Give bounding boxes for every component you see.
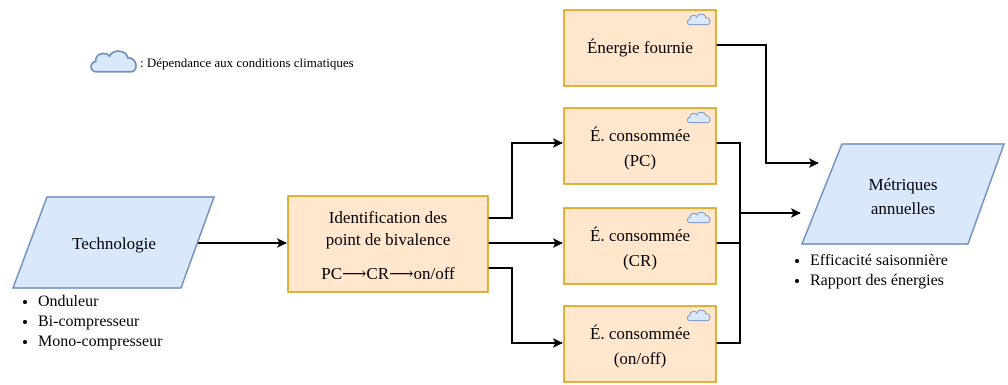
legend-text: : Dépendance aux conditions climatiques	[140, 55, 354, 70]
edge-identification-to-onoff	[488, 267, 563, 348]
energie-fournie-label: Énergie fournie	[587, 38, 693, 57]
metrics-list-item: Rapport des énergies	[810, 271, 948, 291]
node-metriques: Métriques annuelles	[800, 143, 1006, 245]
identification-sequence: PC⟶CR⟶on/off	[321, 264, 455, 283]
consommee-pc-line1: É. consommée	[590, 126, 690, 145]
consommee-cr-line2: (CR)	[623, 251, 657, 270]
technology-list-item: Bi-compresseur	[38, 312, 162, 332]
identification-line2: point de bivalence	[326, 230, 451, 249]
edges	[197, 44, 819, 348]
node-technologie: Technologie	[11, 196, 216, 289]
metrics-list-item: Efficacité saisonnière	[810, 251, 948, 271]
technology-list-item: Mono-compresseur	[38, 332, 162, 352]
node-identification: Identification des point de bivalence PC…	[287, 195, 489, 293]
consommee-pc-line2: (PC)	[624, 151, 656, 170]
edge-fournie-to-metriques	[716, 44, 819, 168]
legend: : Dépendance aux conditions climatiques	[90, 50, 354, 73]
consommee-onoff-line2: (on/off)	[614, 349, 667, 368]
technology-list-item: Onduleur	[38, 292, 162, 312]
consommee-onoff-line1: É. consommée	[590, 324, 690, 343]
metriques-line2: annuelles	[871, 199, 935, 218]
metriques-line1: Métriques	[869, 175, 938, 194]
identification-line1: Identification des	[329, 208, 448, 227]
node-energie-fournie: Énergie fournie	[563, 9, 717, 87]
consommee-cr-line1: É. consommée	[590, 226, 690, 245]
node-consommee-onoff: É. consommée (on/off)	[563, 305, 717, 383]
node-consommee-cr: É. consommée (CR)	[563, 207, 717, 285]
cloud-icon	[90, 50, 137, 73]
metrics-list: Efficacité saisonnière Rapport des énerg…	[790, 251, 948, 291]
technology-list: Onduleur Bi-compresseur Mono-compresseur	[18, 292, 162, 352]
edge-identification-to-pc	[488, 138, 563, 219]
technologie-label: Technologie	[72, 234, 156, 253]
node-consommee-pc: É. consommée (PC)	[563, 107, 717, 185]
